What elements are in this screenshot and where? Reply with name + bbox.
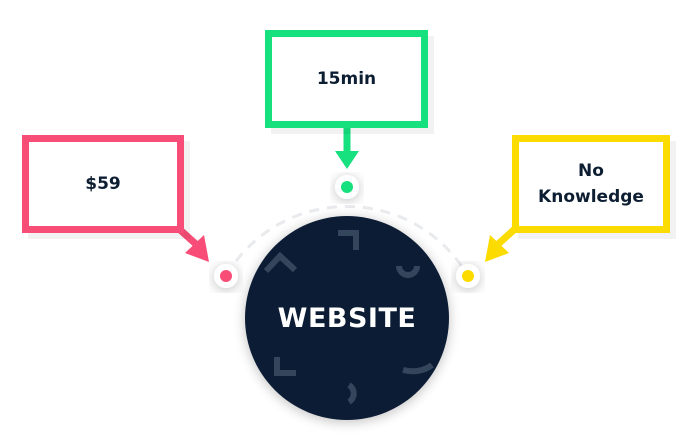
knowledge-box: No Knowledge [512, 135, 670, 233]
arrow-knowledge [485, 225, 519, 262]
price-label: $59 [85, 174, 121, 194]
dot-knowledge [456, 264, 480, 288]
knowledge-label-line1: No [578, 161, 604, 181]
dashed-arc [224, 204, 470, 277]
time-box: 15min [265, 30, 428, 128]
price-box: $59 [22, 135, 184, 233]
arrow-time [335, 126, 359, 169]
decorative-marks [263, 230, 434, 405]
dot-time [335, 175, 359, 199]
dot-price [214, 264, 238, 288]
knowledge-label-line2: Knowledge [538, 187, 644, 207]
website-label: WEBSITE [277, 302, 417, 334]
time-label: 15min [316, 69, 377, 89]
arrow-price [175, 225, 209, 262]
